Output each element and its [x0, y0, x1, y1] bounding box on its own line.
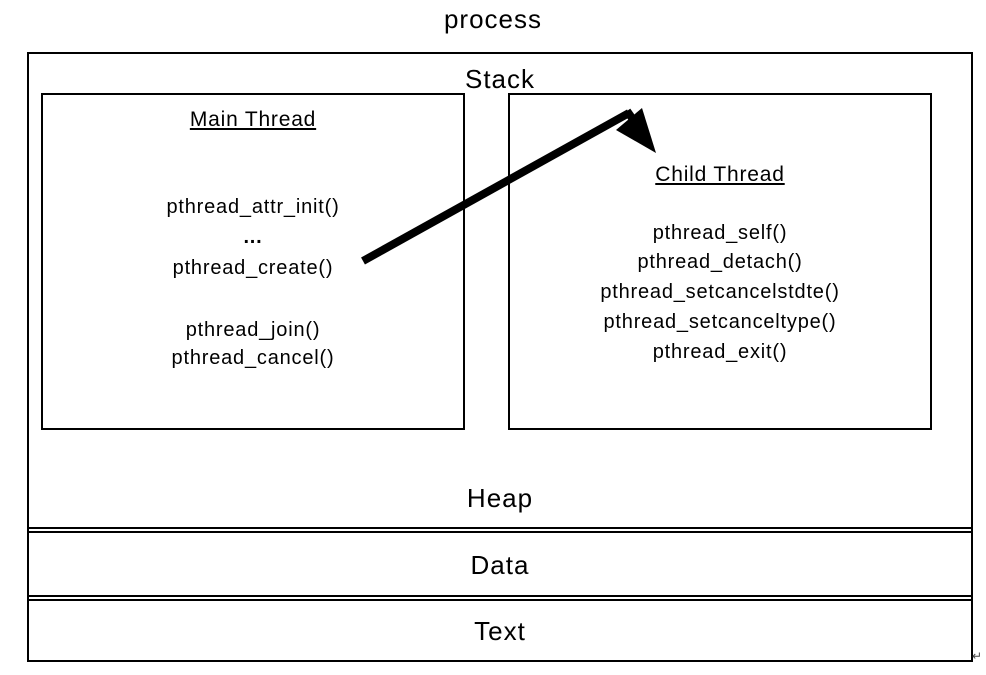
fn-pthread-setcanceltype: pthread_setcanceltype() [603, 311, 837, 333]
fn-pthread-self: pthread_self() [652, 222, 788, 244]
child-thread-title: Child Thread [655, 163, 785, 186]
text-section-label: Text [474, 616, 526, 646]
fn-pthread-attr-init: pthread_attr_init() [166, 196, 340, 218]
carriage-return-mark: ↵ [972, 649, 983, 663]
divider-line [29, 595, 971, 597]
fn-pthread-setcancelstate: pthread_setcancelstdte() [600, 281, 840, 303]
fn-pthread-detach: pthread_detach() [637, 251, 803, 273]
main-thread-box: Main Thread pthread_attr_init() ... pthr… [41, 93, 465, 430]
stack-section-label: Stack [464, 64, 536, 94]
child-thread-box: Child Thread pthread_self() pthread_deta… [508, 93, 932, 430]
fn-pthread-exit: pthread_exit() [652, 341, 788, 363]
fn-pthread-cancel: pthread_cancel() [171, 347, 335, 369]
process-box: Stack Main Thread pthread_attr_init() ..… [27, 52, 973, 662]
divider-line [29, 531, 971, 533]
fn-pthread-create: pthread_create() [172, 257, 334, 279]
data-section-label: Data [470, 550, 530, 580]
divider-line [29, 599, 971, 601]
fn-pthread-join: pthread_join() [185, 319, 321, 341]
heap-section-label: Heap [466, 483, 534, 513]
divider-line [29, 527, 971, 529]
main-thread-title: Main Thread [189, 108, 317, 131]
ellipsis: ... [243, 226, 263, 248]
process-title: process [443, 4, 543, 34]
